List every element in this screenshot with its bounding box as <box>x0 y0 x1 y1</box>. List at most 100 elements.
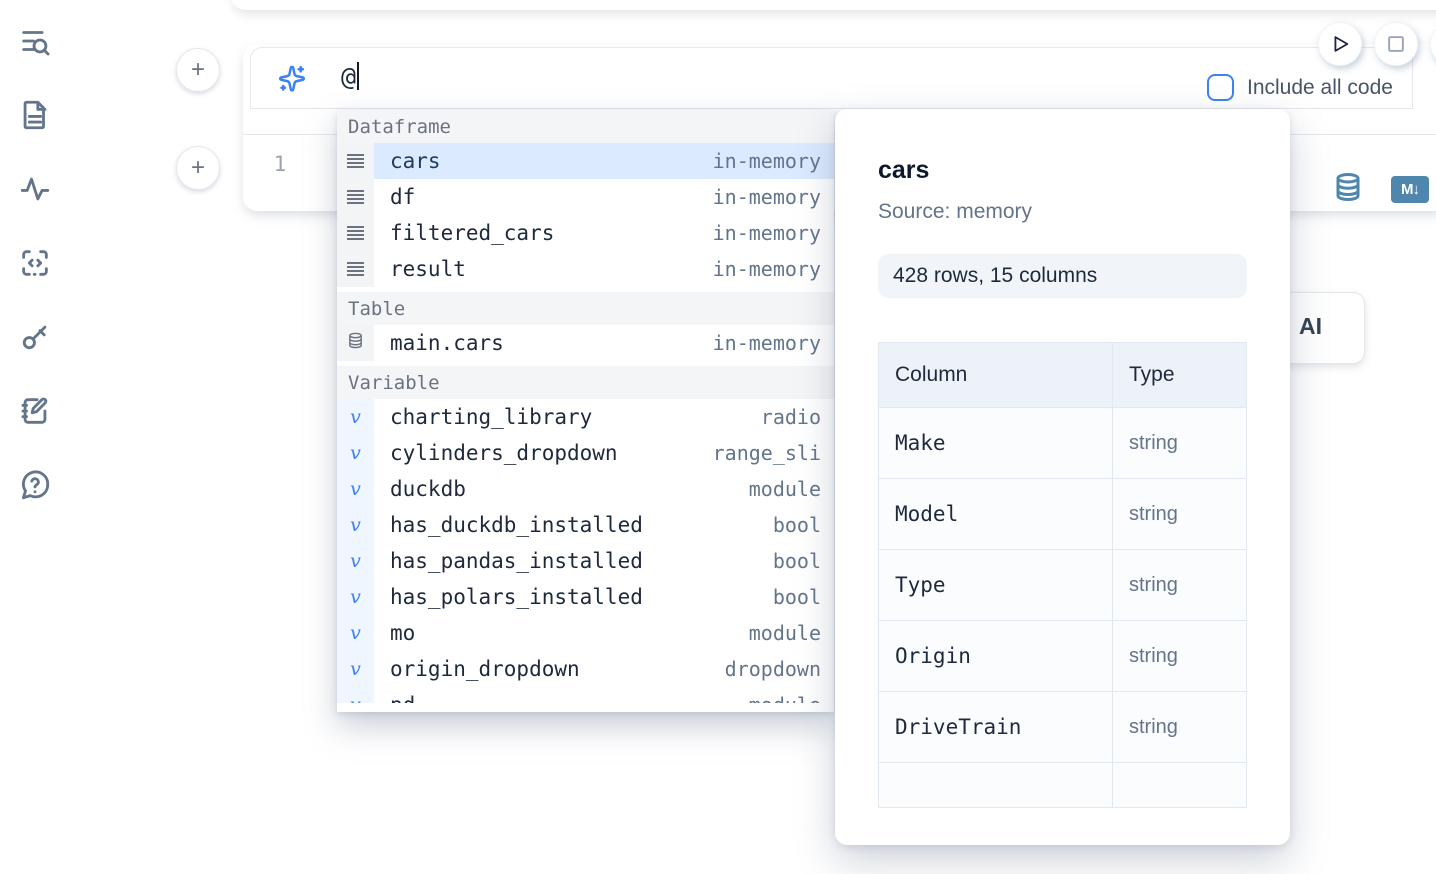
variable-icon: v <box>350 513 361 536</box>
help-chat-icon[interactable] <box>18 468 52 502</box>
item-type: bool <box>772 549 821 573</box>
variable-icon: v <box>350 405 361 428</box>
shape-badge: 428 rows, 15 columns <box>878 254 1247 298</box>
item-type: radio <box>760 405 821 429</box>
item-name: has_polars_installed <box>390 585 643 609</box>
column-type-cell: string <box>1112 549 1247 621</box>
item-type: module <box>748 621 821 645</box>
item-type: range_sli <box>712 441 821 465</box>
schema-header: Column <box>878 342 1113 408</box>
database-icon[interactable] <box>1333 170 1363 209</box>
item-type: in-memory <box>712 149 821 173</box>
item-type: in-memory <box>712 331 821 355</box>
column-name-cell: DriveTrain <box>878 691 1113 763</box>
item-type: bool <box>772 585 821 609</box>
variable-icon: v <box>350 657 361 680</box>
ai-button-label: AI <box>1299 313 1322 339</box>
stop-icon <box>1388 36 1404 52</box>
markdown-icon[interactable]: M↓ <box>1391 176 1429 203</box>
autocomplete-item-pd[interactable]: vpdmodule <box>337 687 834 703</box>
item-icon-gutter <box>337 179 374 215</box>
dataframe-icon <box>347 154 364 168</box>
key-icon[interactable] <box>18 320 52 354</box>
item-name: cars <box>390 149 441 173</box>
popup-source: Source: memory <box>878 200 1033 223</box>
play-icon <box>1334 36 1349 52</box>
item-icon-gutter <box>337 143 374 179</box>
autocomplete-item-cylinders_dropdown[interactable]: v cylinders_dropdown range_sli <box>337 435 834 471</box>
item-icon-gutter: v <box>337 471 374 507</box>
item-icon-gutter <box>337 215 374 251</box>
code-block-icon[interactable] <box>18 246 52 280</box>
item-type: module <box>749 693 821 703</box>
run-cell-button[interactable] <box>1318 22 1362 66</box>
variable-icon: v <box>350 441 361 464</box>
file-text-icon[interactable] <box>18 98 52 132</box>
column-type-cell: string <box>1112 620 1247 692</box>
autocomplete-item-charting_library[interactable]: v charting_library radio <box>337 399 834 435</box>
item-name: filtered_cars <box>390 221 555 245</box>
include-all-code-option: Include all code <box>1207 74 1393 101</box>
dataframe-icon <box>347 226 364 240</box>
item-icon-gutter <box>337 251 374 287</box>
item-icon-gutter: v <box>337 651 374 687</box>
column-name-cell: Origin <box>878 620 1113 692</box>
column-type-cell: string <box>1112 407 1247 479</box>
item-type: in-memory <box>712 257 821 281</box>
autocomplete-item-has_duckdb_installed[interactable]: v has_duckdb_installed bool <box>337 507 834 543</box>
autocomplete-item-main.cars[interactable]: main.cars in-memory <box>337 325 834 361</box>
activity-icon[interactable] <box>18 172 52 206</box>
include-all-code-checkbox[interactable] <box>1207 74 1234 101</box>
item-icon-gutter: v <box>337 543 374 579</box>
database-icon <box>347 331 364 355</box>
item-name: duckdb <box>390 477 466 501</box>
item-icon-gutter: v <box>337 579 374 615</box>
item-type: bool <box>772 513 821 537</box>
item-icon-gutter: v <box>337 399 374 435</box>
ai-prompt-input[interactable]: @ <box>341 62 360 91</box>
variable-icon: v <box>350 695 361 703</box>
autocomplete-item-has_polars_installed[interactable]: v has_polars_installed bool <box>337 579 834 615</box>
stop-button[interactable] <box>1374 22 1418 66</box>
item-name: charting_library <box>390 405 593 429</box>
add-cell-above-button[interactable]: + <box>176 48 220 92</box>
variable-icon: v <box>350 621 361 644</box>
autocomplete-section-header: Variable <box>337 366 834 399</box>
notebook-pen-icon[interactable] <box>18 394 52 428</box>
item-name: cylinders_dropdown <box>390 441 618 465</box>
column-name-cell: Make <box>878 407 1113 479</box>
schema-row-clipped <box>878 762 1247 808</box>
autocomplete-item-cars[interactable]: cars in-memory <box>337 143 834 179</box>
item-name: df <box>390 185 416 209</box>
include-all-code-label: Include all code <box>1247 75 1393 99</box>
line-number: 1 <box>273 152 287 176</box>
item-name: result <box>390 257 466 281</box>
add-cell-below-button[interactable]: + <box>176 146 220 190</box>
autocomplete-item-result[interactable]: result in-memory <box>337 251 834 287</box>
item-name: main.cars <box>390 331 504 355</box>
variable-icon: v <box>350 585 361 608</box>
list-search-icon[interactable] <box>18 24 52 58</box>
dataframe-icon <box>347 262 364 276</box>
dataframe-preview-popup: cars Source: memory 428 rows, 15 columns… <box>835 109 1290 845</box>
left-sidebar <box>18 24 58 502</box>
column-type-cell: string <box>1112 691 1247 763</box>
previous-cell-edge <box>230 0 1436 10</box>
sparkles-icon <box>277 64 307 94</box>
item-icon-gutter: v <box>337 435 374 471</box>
item-type: module <box>748 477 821 501</box>
item-icon-gutter <box>337 325 374 361</box>
item-type: dropdown <box>724 657 821 681</box>
autocomplete-section-header: Table <box>337 292 834 325</box>
item-name: has_duckdb_installed <box>390 513 643 537</box>
